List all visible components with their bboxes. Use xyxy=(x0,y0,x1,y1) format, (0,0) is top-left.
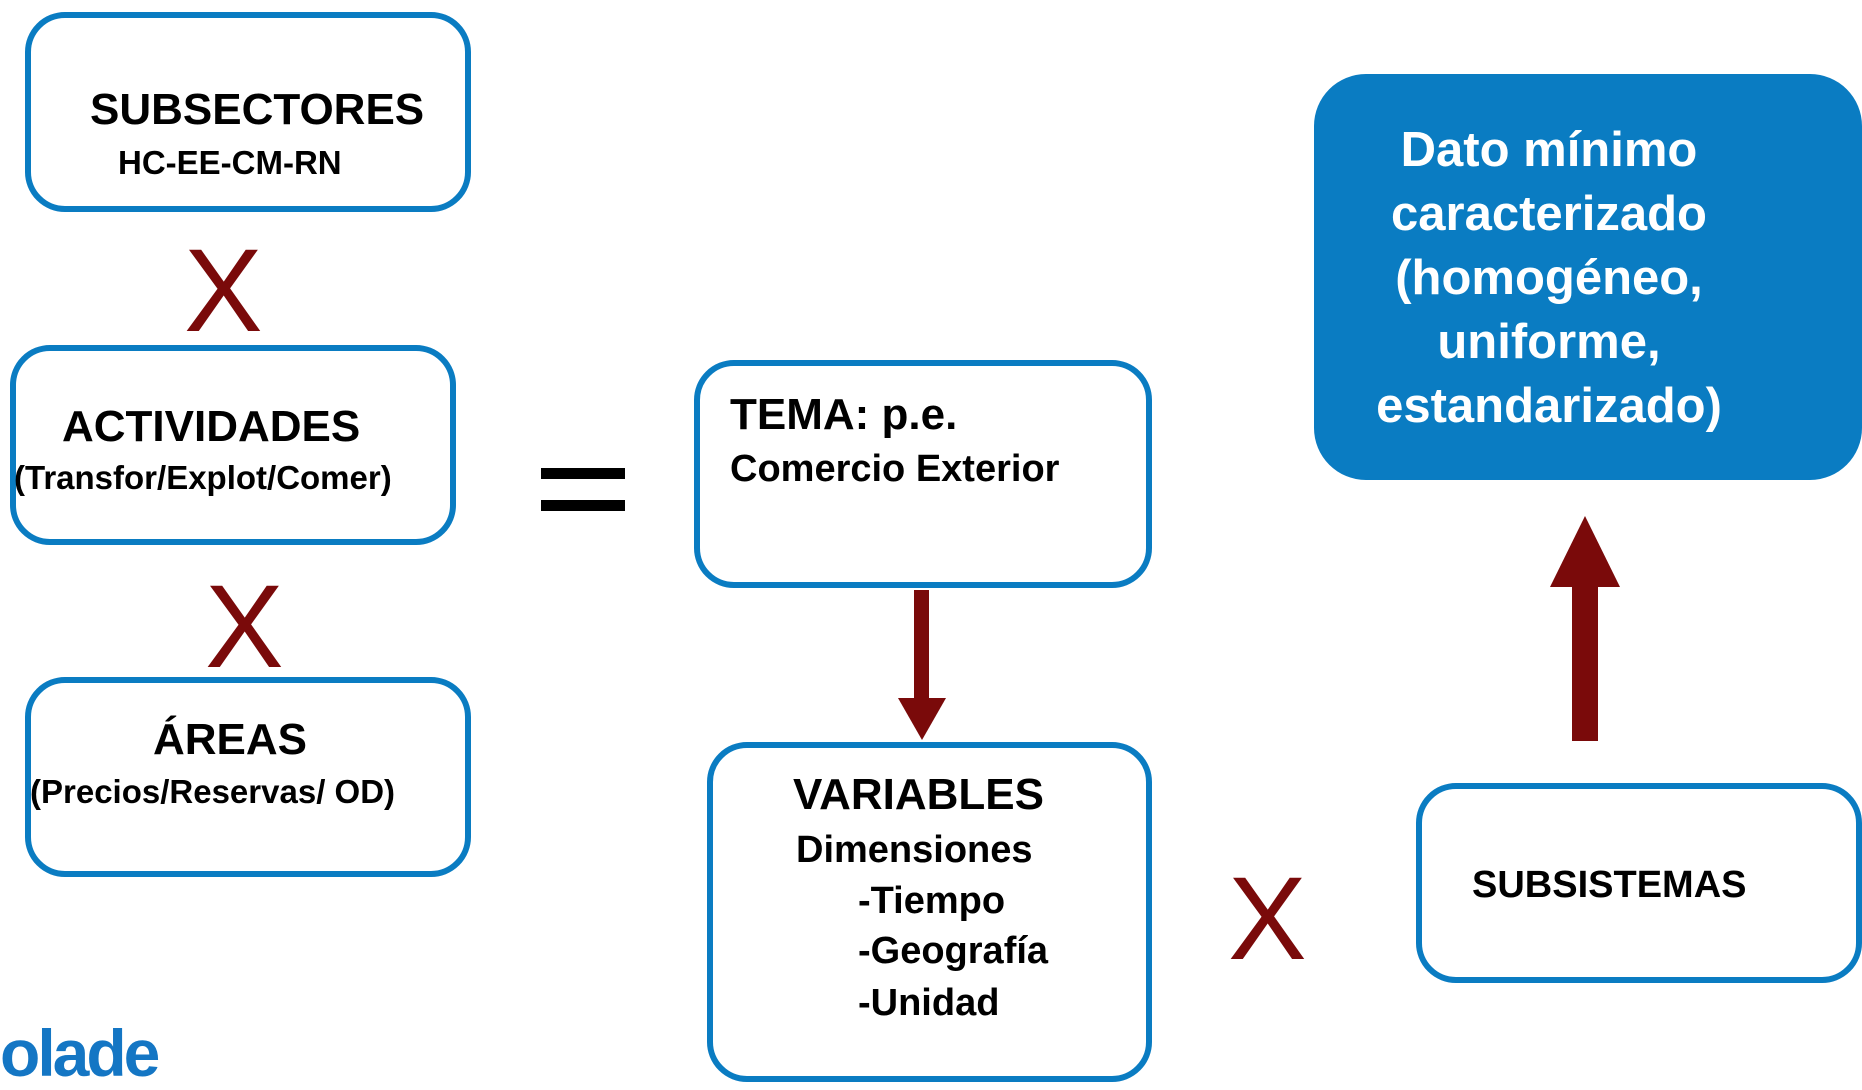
variables-item-tiempo: -Tiempo xyxy=(858,880,1006,922)
subsistemas-box xyxy=(1416,783,1862,983)
areas-box xyxy=(25,677,471,877)
subsectores-subtitle: HC-EE-CM-RN xyxy=(118,144,342,181)
arrow-subsistemas-to-resultado xyxy=(1550,516,1620,741)
resultado-box: Dato mínimo caracterizado (homogéneo, un… xyxy=(1314,74,1862,480)
tema-title: TEMA: p.e. xyxy=(730,390,958,439)
subsectores-box xyxy=(25,12,471,212)
multiply-operator-1: X xyxy=(184,225,263,357)
subsistemas-title: SUBSISTEMAS xyxy=(1472,864,1747,906)
resultado-line-1: Dato mínimo xyxy=(1400,123,1698,177)
resultado-line-2: caracterizado xyxy=(1391,187,1707,241)
subsectores-title: SUBSECTORES xyxy=(90,85,425,134)
variables-box xyxy=(707,742,1152,1082)
areas-title: ÁREAS xyxy=(153,715,308,764)
areas-subtitle: (Precios/Reservas/ OD) xyxy=(30,773,396,810)
tema-subtitle: Comercio Exterior xyxy=(730,448,1060,490)
variables-title: VARIABLES xyxy=(793,770,1044,819)
tema-box xyxy=(694,360,1152,588)
multiply-operator-2: X xyxy=(205,561,284,693)
resultado-line-5: estandarizado) xyxy=(1376,379,1722,433)
actividades-title: ACTIVIDADES xyxy=(62,402,361,451)
equals-operator xyxy=(541,468,625,512)
variables-item-geografia: -Geografía xyxy=(858,930,1049,972)
variables-item-unidad: -Unidad xyxy=(858,982,1000,1024)
olade-logo: olade xyxy=(0,1016,160,1090)
resultado-line-4: uniforme, xyxy=(1437,315,1661,369)
variables-subtitle: Dimensiones xyxy=(796,829,1033,871)
actividades-subtitle: (Transfor/Explot/Comer) xyxy=(14,459,392,496)
resultado-line-3: (homogéneo, xyxy=(1395,251,1703,305)
multiply-operator-3: X xyxy=(1228,853,1307,985)
arrow-tema-to-variables xyxy=(898,590,946,740)
actividades-box xyxy=(10,345,456,545)
